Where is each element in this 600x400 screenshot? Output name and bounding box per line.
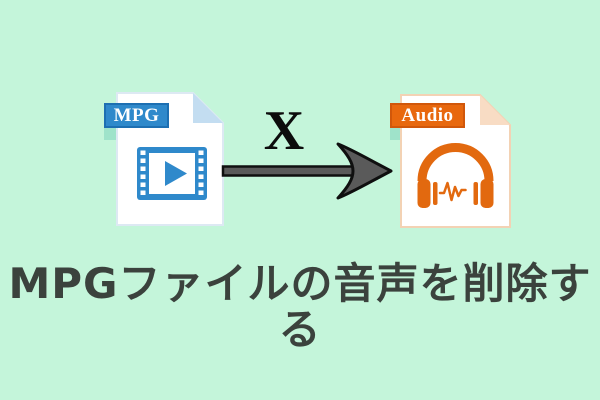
- page-corner-fold: [193, 93, 223, 123]
- mpg-label: MPG: [104, 103, 169, 128]
- arrow-shaft: [221, 165, 357, 177]
- mpg-ribbon-fold: [104, 128, 117, 140]
- arrow-right-icon: [220, 135, 400, 205]
- headphones-waveform-icon: [417, 143, 494, 208]
- audio-document-graphic: [400, 94, 511, 228]
- audio-label: Audio: [390, 103, 465, 128]
- arrow-head: [336, 142, 393, 200]
- audio-file-icon: [400, 94, 511, 228]
- play-icon: [165, 161, 187, 186]
- page-corner-fold: [480, 95, 510, 125]
- film-play-icon: [137, 147, 207, 200]
- x-mark: X: [263, 100, 305, 162]
- audio-ribbon-fold: [390, 128, 401, 140]
- caption-title: MPGファイルの音声を削除する: [8, 259, 592, 355]
- waveform-icon: [438, 181, 467, 202]
